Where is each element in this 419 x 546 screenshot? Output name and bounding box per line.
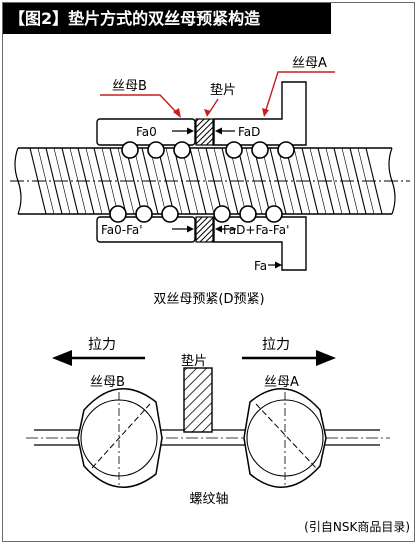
balls-lower <box>109 205 283 223</box>
nut-a-upper <box>213 81 307 146</box>
figure-title: 【图2】垫片方式的双丝母预紧构造 <box>3 3 331 34</box>
nut-b2-label: 丝母B <box>90 375 125 390</box>
nut-a2-label: 丝母A <box>264 375 299 390</box>
pull-right-label: 拉力 <box>262 337 290 353</box>
source-note: (引自NSK商品目录) <box>304 519 410 534</box>
force-fa0-label: Fa0 <box>136 125 157 139</box>
force-fa0-minus-label: Fa0-Fa' <box>101 223 143 237</box>
nut-b-label: 丝母B <box>112 79 147 94</box>
force-fad-label: FaD <box>238 125 260 139</box>
spacer-block <box>183 367 213 433</box>
figure-frame <box>2 2 415 542</box>
ball-nut-a <box>243 388 327 488</box>
force-fa-label: Fa <box>254 259 267 273</box>
spacer-lower <box>195 216 214 243</box>
diagram1-caption: 双丝母预紧(D预紧) <box>153 292 264 307</box>
nut-a-lower <box>213 216 307 271</box>
diagram2-caption: 螺纹轴 <box>189 492 228 507</box>
spacer-label: 垫片 <box>210 82 236 98</box>
balls-upper <box>121 141 295 159</box>
pull-left-label: 拉力 <box>88 337 116 353</box>
ball-nut-b <box>77 388 163 488</box>
spacer-upper <box>195 118 214 146</box>
screw-shaft <box>10 147 410 215</box>
nut-b-upper <box>96 118 196 146</box>
force-fad-plus-label: FaD+Fa-Fa' <box>223 223 289 237</box>
nut-a-label: 丝母A <box>292 56 327 71</box>
spacer2-label: 垫片 <box>181 353 207 369</box>
